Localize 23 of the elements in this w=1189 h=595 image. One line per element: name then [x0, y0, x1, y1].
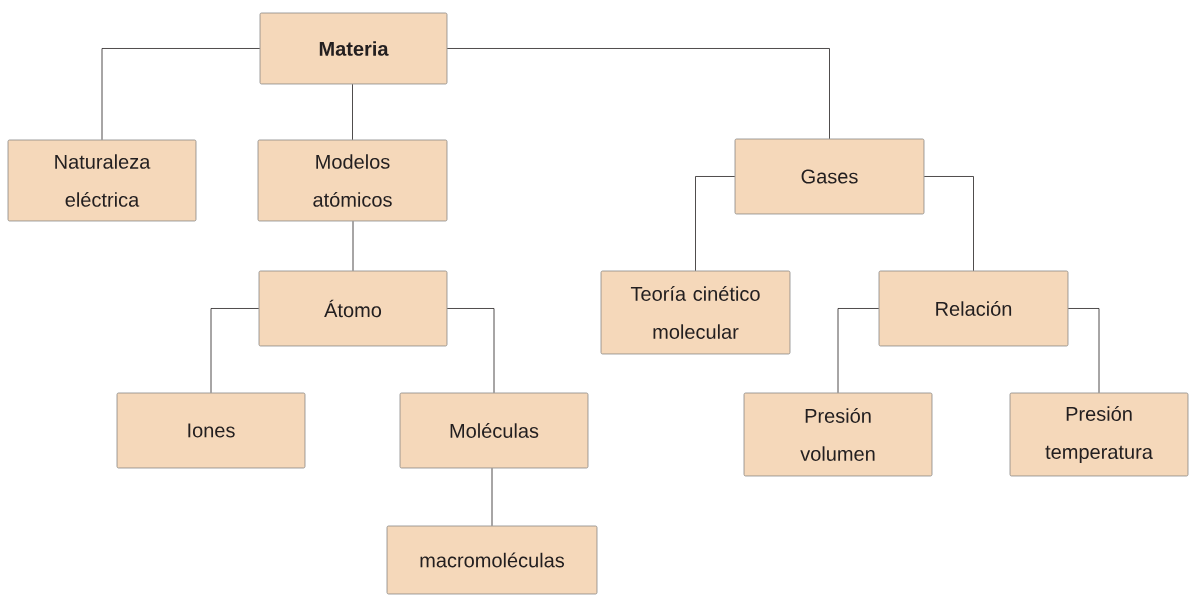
connector-line [837, 308, 880, 394]
concept-box: Átomo [258, 270, 448, 347]
connector-line [446, 308, 495, 394]
concept-box: Teoría cinético molecular [600, 270, 791, 355]
connector-line [491, 467, 493, 527]
concept-box: Gases [734, 138, 925, 215]
connector-line [695, 176, 736, 272]
connector-line [352, 220, 354, 272]
concept-box: Modelos atómicos [257, 139, 448, 222]
connector-line [101, 48, 261, 141]
concept-box: Presión volumen [743, 392, 933, 477]
connector-line [1067, 308, 1100, 394]
connector-line [446, 48, 830, 140]
connector-line [210, 308, 260, 394]
concept-box: Relación [878, 270, 1069, 347]
connector-line [352, 83, 353, 141]
connector-line [923, 176, 974, 272]
concept-box: Moléculas [399, 392, 589, 469]
concept-box: Iones [116, 392, 306, 469]
concept-box: Naturaleza eléctrica [7, 139, 197, 222]
concept-box: macromoléculas [386, 525, 598, 595]
concept-box: Materia [259, 12, 448, 85]
concept-box: Presión temperatura [1009, 392, 1189, 477]
